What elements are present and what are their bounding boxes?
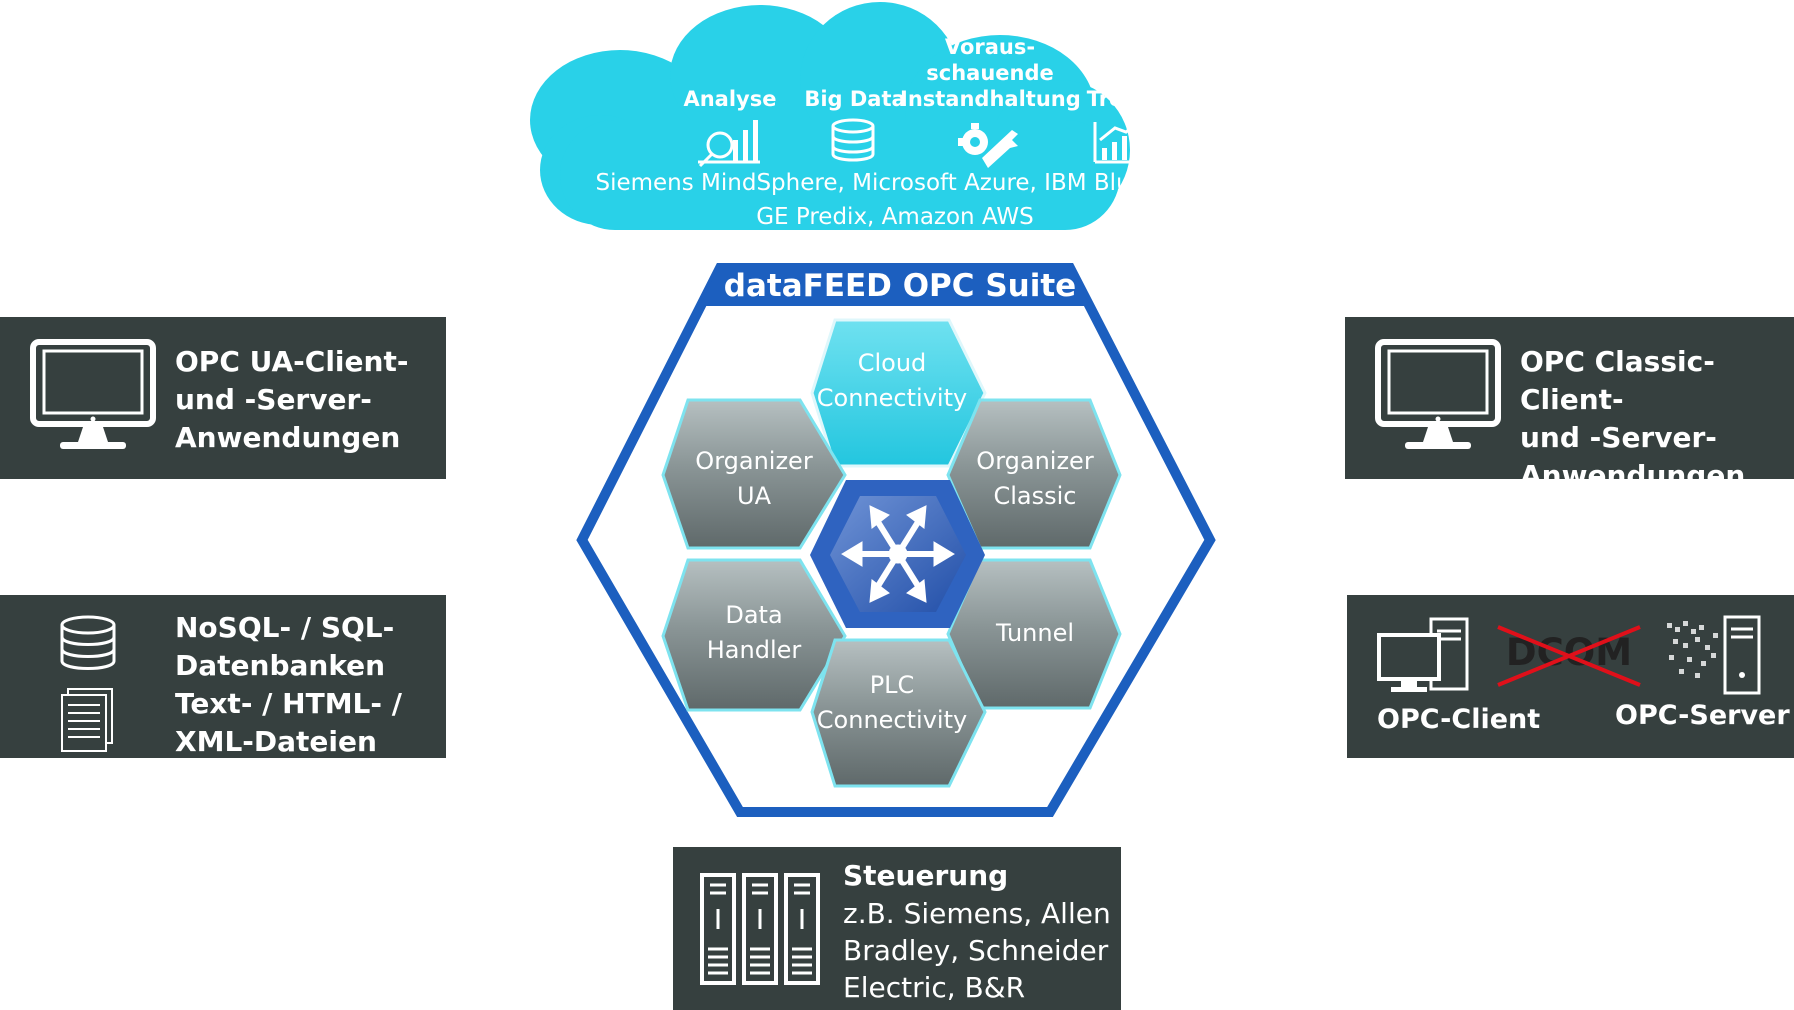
- hex-data-handler-label: Data Handler: [706, 601, 802, 664]
- suite-title: dataFEED OPC Suite: [723, 268, 1077, 304]
- hex-organizer-classic-label: Organizer Classic: [976, 447, 1094, 510]
- hex-cloud-connectivity[interactable]: [810, 318, 987, 468]
- databases-files-label: NoSQL- / SQL- Datenbanken Text- / HTML- …: [175, 611, 402, 758]
- cloud-item-big-data: Big Data: [804, 87, 906, 111]
- analysis-icon: [698, 120, 760, 168]
- hub-arrows-icon: [841, 505, 955, 603]
- cloud-item-trend: Trend: [1086, 87, 1154, 111]
- hex-tunnel-label: Tunnel: [995, 619, 1075, 647]
- hex-organizer-classic[interactable]: [946, 398, 1122, 550]
- controller-panel: Steuerung z.B. Siemens, Allen Bradley, S…: [673, 847, 1121, 1010]
- cloud-platforms: Siemens MindSphere, Microsoft Azure, IBM…: [595, 170, 1195, 230]
- server-rack-icon: [700, 873, 820, 985]
- hex-plc-connectivity-label: PLC Connectivity: [816, 671, 968, 734]
- database-icon: [831, 118, 875, 162]
- hex-tunnel[interactable]: [946, 558, 1122, 710]
- databases-files-panel: NoSQL- / SQL- Datenbanken Text- / HTML- …: [0, 595, 446, 758]
- monitor-icon: [1375, 339, 1501, 449]
- cloud-item-maintenance: Voraus- schauende Instandhaltung: [900, 35, 1081, 111]
- server-icon: [1667, 615, 1761, 695]
- hex-cloud-connectivity-label: Cloud Connectivity: [816, 349, 968, 412]
- opc-ua-apps-label: OPC UA-Client- und -Server- Anwendungen: [175, 345, 409, 454]
- trend-chart-icon: [1093, 114, 1148, 164]
- hex-organizer-ua-label: Organizer UA: [695, 447, 813, 510]
- controller-body: z.B. Siemens, Allen Bradley, Schneider E…: [843, 897, 1111, 1004]
- cloud-item-analyse: Analyse: [683, 87, 777, 111]
- dcom-crossed-out-icon: [1497, 625, 1641, 687]
- dcom-panel: DCOM OPC-Client OPC-Server: [1347, 595, 1794, 758]
- opc-classic-apps-label: OPC Classic-Client- und -Server- Anwendu…: [1520, 345, 1746, 492]
- opc-client-label: OPC-Client: [1377, 704, 1541, 735]
- hex-plc-connectivity[interactable]: [810, 638, 987, 788]
- client-computer-icon: [1377, 617, 1469, 692]
- database-icon: [60, 615, 116, 670]
- maintenance-icon: [958, 123, 1018, 168]
- documents-icon: [61, 688, 113, 752]
- hex-data-handler[interactable]: [661, 558, 847, 712]
- suite-title-bar: [700, 264, 1090, 306]
- opc-ua-apps-panel: OPC UA-Client- und -Server- Anwendungen: [0, 317, 446, 479]
- hex-organizer-ua[interactable]: [661, 398, 847, 550]
- opc-server-label: OPC-Server: [1615, 700, 1790, 731]
- opc-classic-apps-panel: OPC Classic-Client- und -Server- Anwendu…: [1345, 317, 1794, 492]
- controller-title: Steuerung: [843, 859, 1009, 892]
- cloud-shape: [530, 2, 1130, 230]
- monitor-icon: [30, 339, 156, 449]
